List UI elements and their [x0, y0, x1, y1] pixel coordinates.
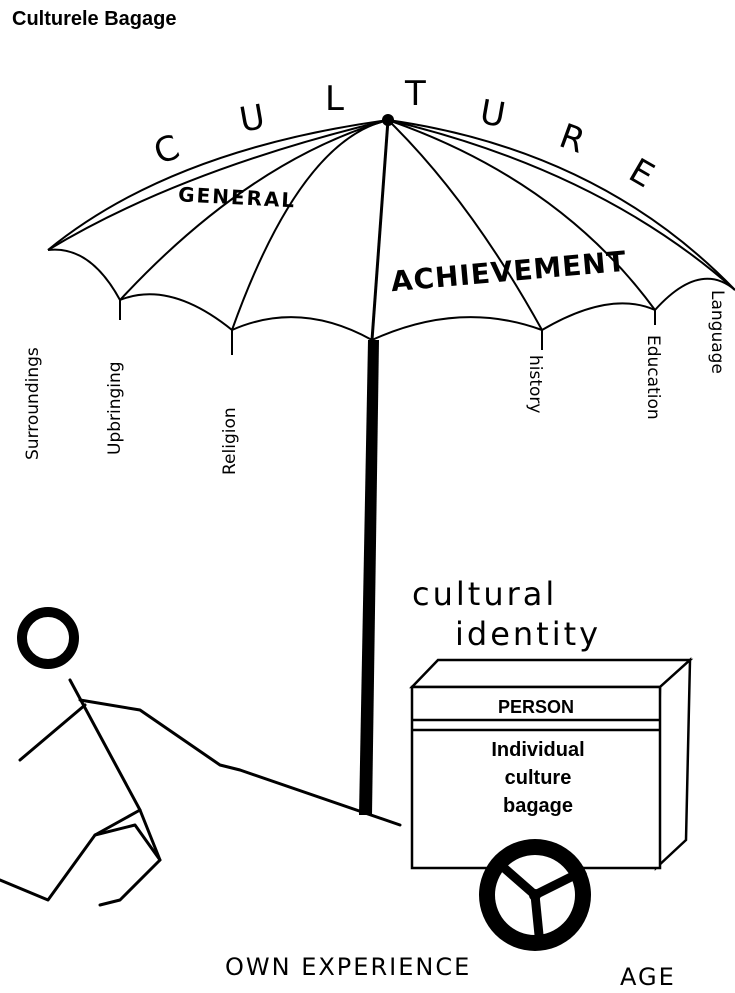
umbrella-shaft [359, 119, 390, 815]
culture-letter-u1: U [237, 97, 268, 141]
own-experience-label: OWN EXPERIENCE [225, 953, 471, 981]
rib-label-language: Language [707, 290, 727, 374]
cart-box [409, 657, 694, 871]
achievement-label: ACHIEVEMENT [390, 245, 629, 298]
culture-letter-t: T [404, 74, 426, 114]
rib-label-surroundings: Surroundings [23, 347, 43, 460]
culture-letters: C U L T U R E [149, 74, 661, 196]
rib-label-education: Education [643, 335, 663, 420]
individual-label: Individual [491, 739, 584, 761]
stick-figure [0, 607, 402, 907]
rib-label-history: history [525, 355, 545, 413]
person-label: PERSON [498, 697, 574, 717]
general-label: GENERAL [178, 182, 297, 212]
rib-label-religion: Religion [220, 407, 240, 475]
culture-letter-r: R [554, 116, 590, 162]
culture-letter-u2: U [477, 92, 508, 136]
cultural-label: cultural [412, 575, 557, 613]
culture-label: culture [505, 767, 572, 789]
rib-labels: Surroundings Upbringing Religion history… [23, 290, 727, 475]
rib-label-upbringing: Upbringing [105, 361, 125, 455]
cart-wheel [479, 839, 591, 951]
umbrella-canopy [47, 118, 735, 355]
culture-letter-l: L [325, 79, 344, 119]
identity-label: identity [455, 615, 601, 653]
culture-letter-c: C [149, 127, 185, 173]
age-label: AGE [620, 963, 676, 991]
page-title: Culturele Bagage [12, 8, 177, 30]
culture-letter-e: E [622, 151, 661, 196]
bagage-label: bagage [503, 795, 573, 817]
